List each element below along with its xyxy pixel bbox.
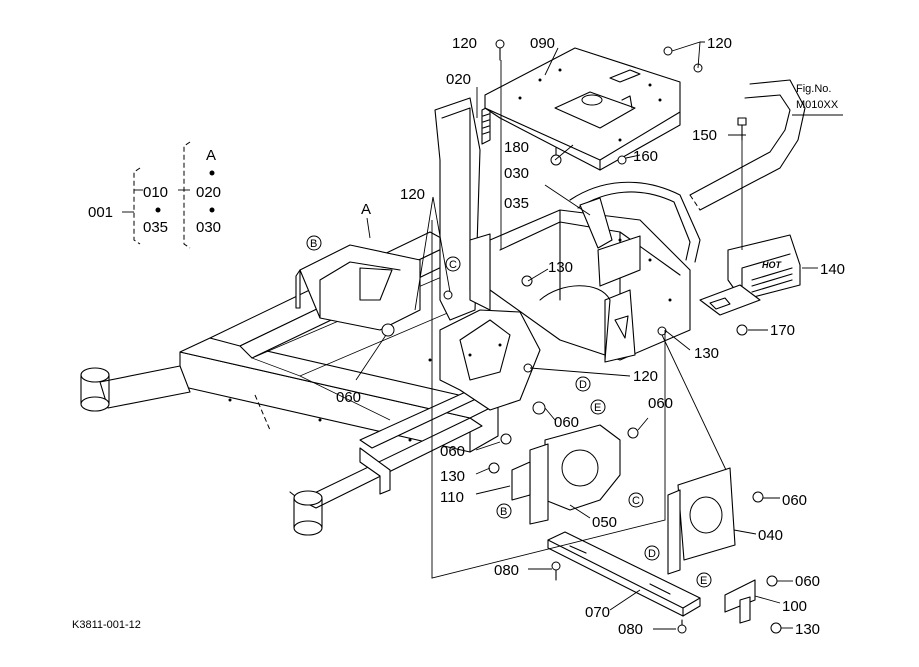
svg-text:B: B: [500, 506, 507, 518]
svg-text:D: D: [579, 379, 587, 391]
callout-035: 035: [504, 195, 529, 212]
rear-frame: [469, 181, 701, 363]
seat-plate: [484, 47, 681, 171]
callout-060-upper: 060: [648, 395, 673, 412]
callout-120-top: 120: [452, 35, 477, 52]
callout-090: 090: [530, 35, 555, 52]
callout-130-right: 130: [694, 345, 719, 362]
leader-lines: [355, 41, 843, 630]
marker-d-bot: D: [644, 545, 660, 561]
marker-e-bot: E: [696, 572, 712, 588]
callout-120-low: 120: [633, 368, 658, 385]
svg-text:C: C: [632, 495, 640, 507]
callout-030: 030: [504, 165, 529, 182]
svg-text:B: B: [310, 238, 317, 250]
callout-100: 100: [782, 598, 807, 615]
engine-bracket-050: [511, 424, 621, 525]
callout-160: 160: [633, 148, 658, 165]
clamp-100: [724, 579, 756, 624]
callout-040: 040: [758, 527, 783, 544]
callout-140: 140: [820, 261, 845, 278]
callout-150: 150: [692, 127, 717, 144]
svg-text:E: E: [700, 575, 707, 587]
callout-130-bottom: 130: [795, 621, 820, 638]
figure-code: K3811-001-12: [72, 619, 141, 631]
engine-bracket-040: [667, 467, 736, 575]
svg-text:C: C: [449, 259, 457, 271]
marker-b-top: B: [306, 235, 322, 251]
callout-060-bolt: 060: [440, 443, 465, 460]
heat-shield: HOT: [699, 234, 801, 316]
marker-d-top: D: [575, 376, 591, 392]
svg-text:E: E: [594, 402, 601, 414]
marker-b-bot: B: [496, 503, 512, 519]
marker-a-frame: A: [361, 201, 371, 218]
assembly-tree: [122, 141, 215, 249]
callout-120-mid: 120: [400, 186, 425, 203]
callout-080-bottom: 080: [618, 621, 643, 638]
callout-050: 050: [592, 514, 617, 531]
svg-text:D: D: [648, 548, 656, 560]
callout-180: 180: [504, 139, 529, 156]
callout-060-low: 060: [795, 573, 820, 590]
callout-110: 110: [440, 489, 464, 506]
marker-c-top: C: [445, 256, 461, 272]
callout-130-mid: 130: [548, 259, 573, 276]
callout-130-left: 130: [440, 468, 465, 485]
figure-ref-title: Fig.No.: [796, 83, 831, 95]
callout-170: 170: [770, 322, 795, 339]
rail-070: [547, 531, 701, 617]
callout-070: 070: [585, 604, 610, 621]
assembly-main-no: 001: [88, 204, 113, 221]
assembly-035-no: 035: [143, 219, 168, 236]
callout-120-right: 120: [707, 35, 732, 52]
exhaust-pipe: [689, 79, 806, 211]
callout-080-left: 080: [494, 562, 519, 579]
assembly-010-no: 010: [143, 184, 168, 201]
main-frame: [80, 231, 499, 536]
callout-020: 020: [446, 71, 471, 88]
assembly-a-head: A: [206, 147, 216, 164]
marker-e-top: E: [590, 399, 606, 415]
marker-c-bot: C: [628, 492, 644, 508]
fasteners: [381, 39, 782, 634]
assembly-020-no: 020: [196, 184, 221, 201]
hot-decal: HOT: [762, 260, 783, 270]
figure-ref-value: M010XX: [796, 99, 839, 111]
assembly-030-no: 030: [196, 219, 221, 236]
callout-060-far: 060: [782, 492, 807, 509]
callout-060-center: 060: [554, 414, 579, 431]
callout-060-left: 060: [336, 389, 361, 406]
